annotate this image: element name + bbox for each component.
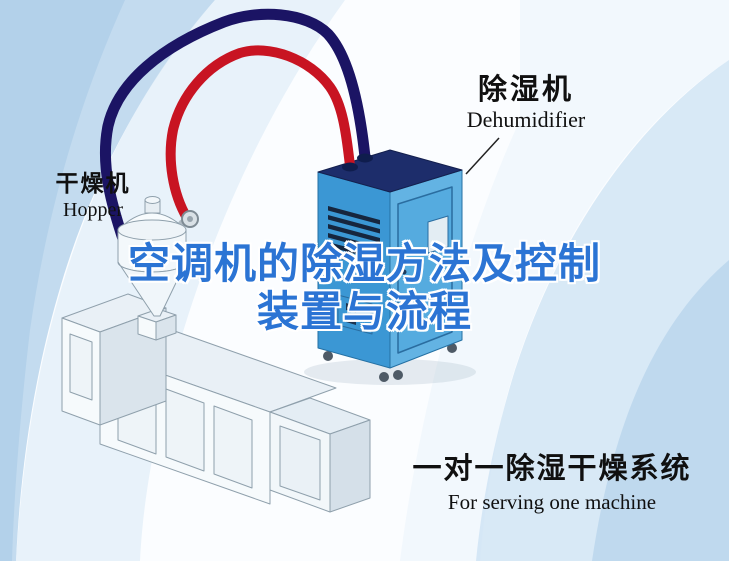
front-detail-slot	[346, 303, 356, 313]
vent-slat	[328, 233, 380, 252]
hopper-label-zh: 干燥机	[55, 170, 131, 196]
pipe-fitting	[342, 162, 358, 172]
pipe-fitting	[357, 153, 373, 163]
dehumidifier-label: 除湿机 Dehumidifier	[437, 74, 615, 134]
system-caption: 一对一除湿干燥系统 For serving one machine	[406, 452, 698, 515]
dehumidifier-leader-line	[465, 137, 500, 175]
gearbox-panel	[69, 333, 93, 401]
extruder-panel	[165, 388, 205, 472]
page-title: 空调机的除湿方法及控制 装置与流程	[0, 240, 729, 337]
dehumidifier-label-zh: 除湿机	[477, 74, 574, 106]
swoosh-bottom-right	[592, 260, 729, 561]
hopper-top-connector-cap	[144, 196, 161, 204]
hopper-cone	[117, 261, 187, 317]
hopper-label: 干燥机 Hopper	[44, 170, 142, 222]
vent-slat	[328, 251, 380, 270]
supply-pipe	[165, 45, 355, 223]
extruder-panel	[213, 405, 253, 489]
door-handle	[401, 269, 407, 275]
hopper-dryer	[117, 196, 199, 317]
extruder-machine	[61, 293, 371, 513]
system-caption-zh: 一对一除湿干燥系统	[412, 453, 692, 485]
dehumidifier-shadow	[304, 359, 476, 385]
vent-slat	[328, 242, 380, 261]
front-detail-box	[337, 294, 373, 335]
caster-wheels	[323, 343, 457, 382]
hopper-rim	[117, 219, 187, 241]
extruder-end-side-face	[329, 419, 371, 513]
caster-wheel	[323, 351, 333, 361]
caster-wheel	[393, 370, 403, 380]
dehumidifier-unit	[304, 149, 476, 385]
vent-slat	[328, 206, 380, 225]
throat-side-face	[155, 314, 177, 341]
dehumidifier-label-en: Dehumidifier	[466, 107, 586, 133]
return-pipe	[99, 8, 371, 248]
caster-wheel	[447, 343, 457, 353]
front-detail-slot	[346, 315, 356, 325]
vent-grille	[328, 206, 380, 270]
page-title-line2: 装置与流程	[256, 288, 472, 336]
vent-slat	[328, 224, 380, 243]
system-caption-en: For serving one machine	[447, 489, 657, 514]
vent-slat	[328, 215, 380, 234]
swoosh-top-left-inner	[0, 0, 125, 561]
extruder-panel	[279, 425, 321, 501]
control-panel	[427, 215, 449, 254]
page-title-line1: 空调机的除湿方法及控制	[127, 240, 601, 287]
swoosh-right-pale	[400, 0, 729, 561]
hose-pipes	[99, 8, 373, 248]
hose-flange-center	[187, 216, 193, 222]
caster-wheel	[379, 372, 389, 382]
hopper-label-en: Hopper	[63, 198, 123, 221]
